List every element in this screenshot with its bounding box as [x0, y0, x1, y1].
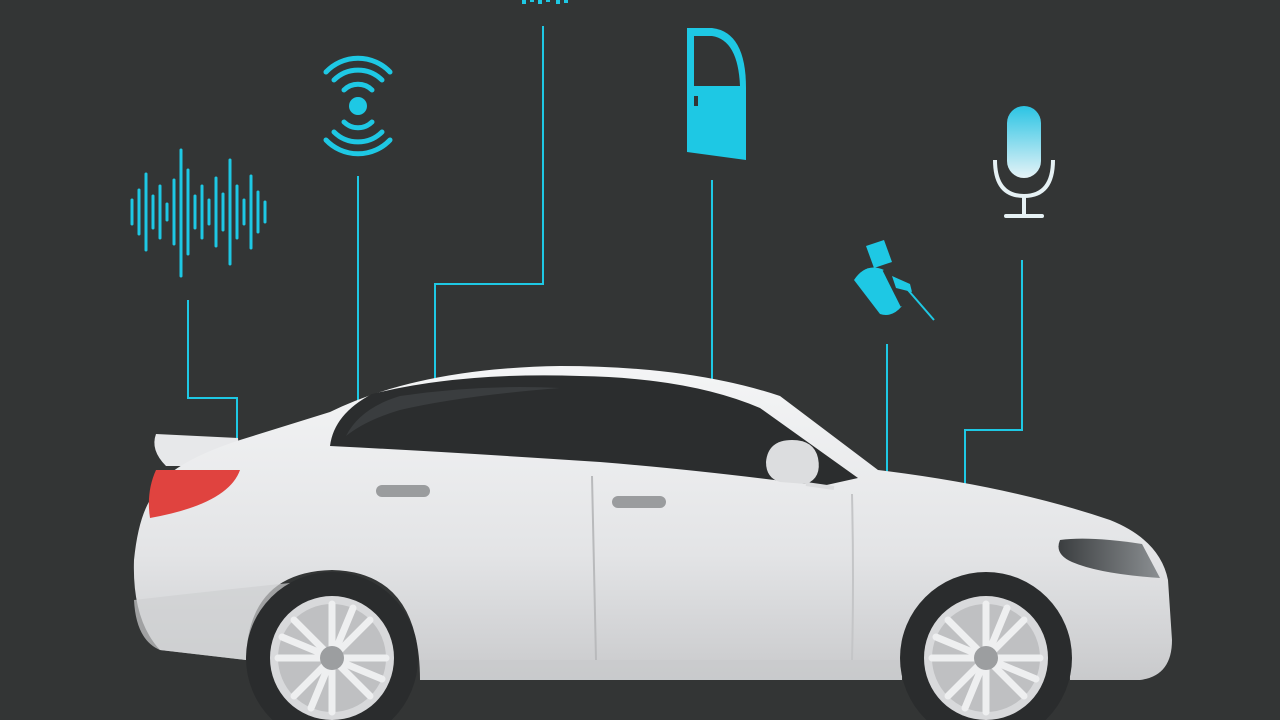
connector-microphone [964, 260, 1023, 518]
signal-bars-icon [522, 0, 568, 4]
connector-signal [434, 26, 544, 388]
mirror-adjust-icon [854, 240, 935, 321]
microphone-icon [993, 106, 1055, 218]
front-door-handle [612, 496, 666, 508]
wireless-signal-icon [323, 55, 393, 157]
tail-light [148, 470, 240, 518]
car-door-icon [687, 28, 746, 160]
headlight [1058, 538, 1160, 578]
side-mirror [766, 440, 819, 484]
car-window [330, 375, 858, 486]
rear-wheel [246, 572, 418, 720]
front-wheel [900, 572, 1072, 720]
rear-door-handle [376, 485, 430, 497]
connector-lines [187, 26, 1023, 544]
car [133, 366, 1172, 720]
sound-wave-icon [130, 148, 267, 278]
